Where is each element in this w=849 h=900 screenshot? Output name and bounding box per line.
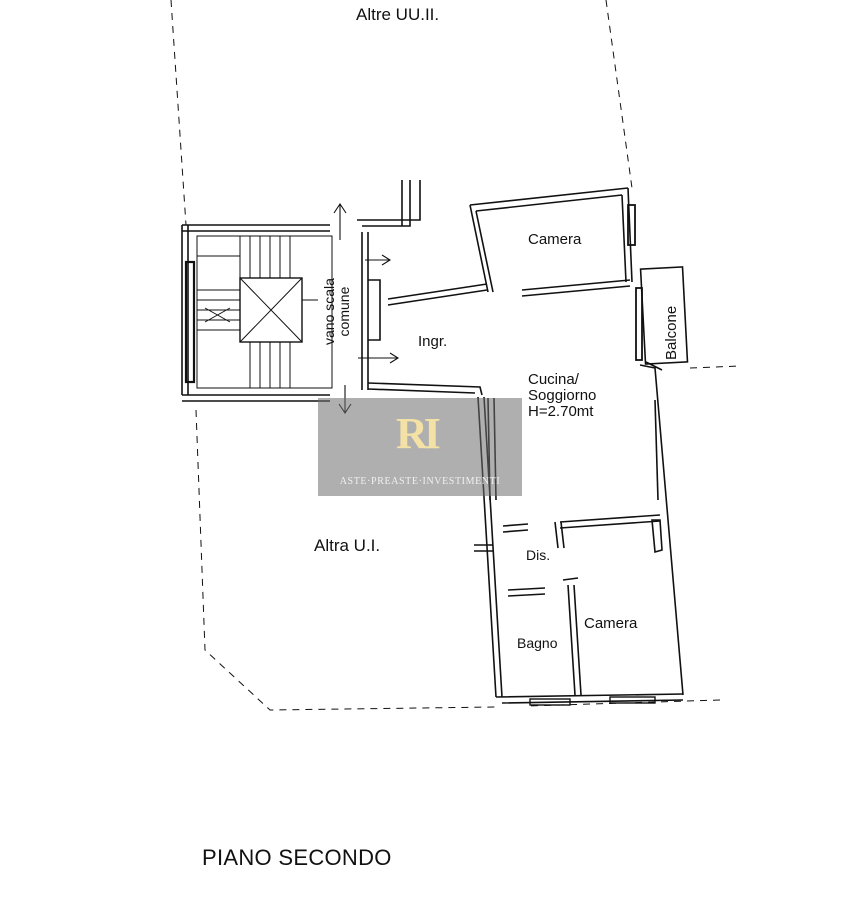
stair-core-walls [181,180,421,402]
label-altre-unita: Altre UU.II. [356,5,440,24]
floor-title: PIANO SECONDO [202,845,392,870]
watermark-overlay: RI ASTE·PREASTE·INVESTIMENTI [318,398,522,496]
label-stair-common: vano scala comune [321,278,352,345]
label-altra-unita: Altra U.I. [314,536,381,555]
label-hall: Dis. [526,547,551,563]
label-bedroom-top: Camera [528,231,582,248]
property-boundary [170,0,741,711]
watermark-logo: RI [396,409,441,458]
label-kitchen-living: Cucina/ Soggiorno H=2.70mt [528,371,597,420]
label-entry: Ingr. [418,333,448,350]
label-bath: Bagno [517,635,558,651]
label-bedroom-bottom: Camera [584,615,638,632]
watermark-company: ASTE·PREASTE·INVESTIMENTI [339,476,501,487]
stair-flights [196,235,333,389]
label-balcony: Balcone [663,305,680,360]
